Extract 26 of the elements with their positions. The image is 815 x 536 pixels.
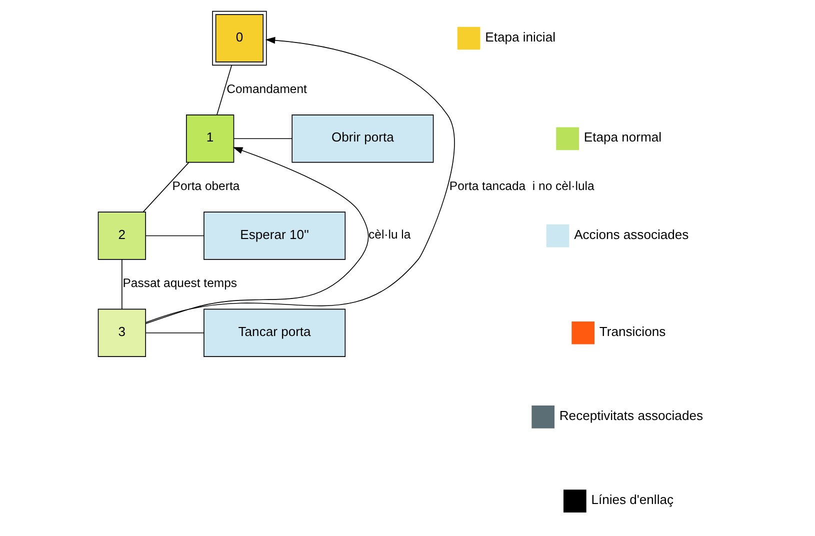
node-box: Tancar porta	[203, 308, 346, 357]
connector	[144, 235, 204, 236]
connector	[233, 138, 292, 140]
node-box: 1	[186, 114, 234, 163]
edge-label: Porta tancada i no cèl·lula	[448, 179, 594, 194]
node-box: Esperar 10''	[203, 212, 346, 260]
legend-label: Etapa normal	[583, 130, 661, 145]
legend-label: Receptivitats associades	[558, 408, 702, 424]
node-box: Obrir porta	[291, 114, 434, 163]
edge-label: Porta oberta	[172, 179, 240, 194]
legend-label: Accions associades	[574, 226, 688, 242]
legend-label: Etapa inicial	[484, 29, 555, 44]
legend-label: Línies d'enllaç	[590, 492, 674, 508]
edge-label: cèl·lu la	[368, 228, 410, 242]
connector	[142, 162, 189, 212]
node-box: 3	[97, 308, 146, 357]
connector	[216, 64, 232, 116]
connector	[144, 332, 204, 334]
connector	[121, 259, 122, 310]
node-box: 2	[97, 212, 146, 260]
edge-label: Passat aquest temps	[122, 276, 237, 290]
legend-label: Transicions	[598, 324, 666, 339]
arrow	[144, 147, 368, 324]
edge-label: Comandament	[226, 82, 306, 96]
node-box: 0	[212, 10, 266, 66]
arrow	[144, 36, 454, 323]
